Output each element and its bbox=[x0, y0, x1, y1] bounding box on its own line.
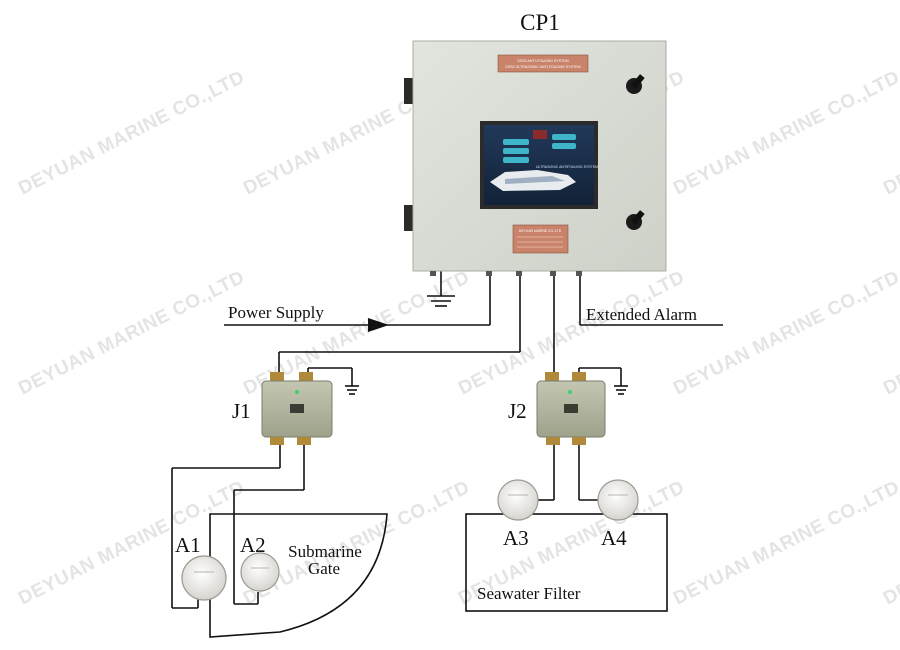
transducer-a2 bbox=[240, 552, 280, 592]
transducer-a1 bbox=[181, 555, 227, 601]
power-supply-label: Power Supply bbox=[228, 303, 324, 322]
submarine-gate-label-line2: Gate bbox=[308, 559, 340, 578]
watermark-text: DEYUAN MARINE CO.,LTD bbox=[15, 67, 248, 200]
diagram-title: CP1 bbox=[520, 10, 560, 35]
watermark-text: DEYUAN MARINE CO.,LTD bbox=[670, 267, 900, 400]
j1-label-plate bbox=[290, 404, 304, 413]
info-plate bbox=[512, 224, 569, 254]
watermark-text: DEYUAN MARINE CO.,LTD bbox=[670, 477, 900, 610]
nameplate bbox=[497, 54, 589, 73]
info-plate-text: DEYUAN MARINE CO.,LTD bbox=[519, 229, 562, 233]
nameplate-line-2: DSS2 ULTRASONIC ANTI-FOULING SYSTEM bbox=[505, 65, 580, 69]
j2-label: J2 bbox=[508, 399, 527, 423]
submarine-gate-label-line1: Submarine bbox=[288, 542, 362, 561]
power-arrow-icon bbox=[368, 318, 389, 332]
junction-box-j1 bbox=[261, 372, 333, 445]
j2-indicator-icon bbox=[568, 390, 572, 394]
a2-label: A2 bbox=[240, 533, 266, 557]
a1-label: A1 bbox=[175, 533, 201, 557]
control-panel-cp1: DSS2 ANTI-FOULING SYSTEM DSS2 ULTRASONIC… bbox=[404, 40, 667, 276]
j2-label-plate bbox=[564, 404, 578, 413]
transducer-a3 bbox=[497, 479, 539, 521]
j1-label: J1 bbox=[232, 399, 251, 423]
transducer-a4 bbox=[597, 479, 639, 521]
nameplate-line-1: DSS2 ANTI-FOULING SYSTEM bbox=[517, 59, 568, 63]
seawater-filter-label: Seawater Filter bbox=[477, 584, 581, 603]
a4-label: A4 bbox=[601, 526, 627, 550]
junction-box-j2 bbox=[536, 372, 606, 445]
watermark-text: DEYUAN MARINE CO.,LTD bbox=[670, 67, 900, 200]
a3-label: A3 bbox=[503, 526, 529, 550]
watermark-text: DEYUAN MARINE CO.,LTD bbox=[15, 267, 248, 400]
extended-alarm-label: Extended Alarm bbox=[586, 305, 697, 324]
j1-indicator-icon bbox=[295, 390, 299, 394]
screen-caption: ULTRASONIC ANTIFOULING SYSTEM bbox=[536, 165, 598, 169]
